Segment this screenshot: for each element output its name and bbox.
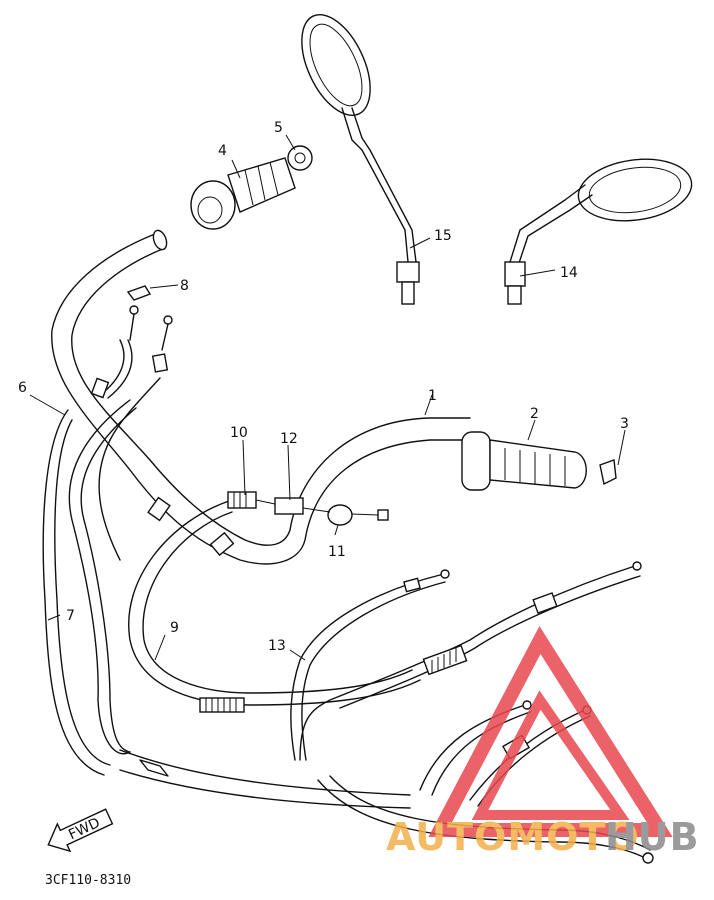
watermark-text-main: AUTOMOTO bbox=[386, 815, 640, 859]
fwd-arrow: FWD bbox=[47, 808, 114, 853]
throttle-grip bbox=[190, 157, 296, 230]
part-number-5: 5 bbox=[274, 120, 283, 136]
handlebar bbox=[51, 229, 471, 565]
part-number-15: 15 bbox=[434, 228, 452, 244]
grip-right bbox=[461, 431, 587, 491]
watermark-logo: AUTOMOTO HUB bbox=[386, 626, 700, 859]
part-number-8: 8 bbox=[180, 278, 189, 294]
adjuster-12 bbox=[255, 497, 304, 515]
leader-lines bbox=[29, 134, 626, 661]
part-number-14: 14 bbox=[560, 265, 578, 281]
cable-clip bbox=[126, 285, 152, 301]
part-number-10: 10 bbox=[230, 425, 248, 441]
part-number-1: 1 bbox=[428, 388, 437, 404]
part-number-12: 12 bbox=[280, 431, 298, 447]
part-number-11: 11 bbox=[328, 544, 346, 560]
diagram-code: 3CF110-8310 bbox=[45, 873, 131, 888]
part-number-7: 7 bbox=[66, 608, 75, 624]
grip-end-left bbox=[287, 145, 313, 171]
holder-11 bbox=[302, 504, 389, 526]
grip-end-right bbox=[599, 459, 617, 486]
watermark-text-hub: HUB bbox=[605, 815, 700, 859]
part-number-6: 6 bbox=[18, 380, 27, 396]
fwd-arrow-label: FWD bbox=[66, 815, 102, 843]
part-number-13: 13 bbox=[268, 638, 286, 654]
part-labels: 1 2 3 4 5 6 7 8 9 10 11 12 13 14 15 bbox=[18, 120, 629, 654]
lower-cables bbox=[299, 561, 654, 864]
mirror-left bbox=[301, 13, 420, 305]
part-number-2: 2 bbox=[530, 406, 539, 422]
cable-6 bbox=[42, 409, 111, 776]
mirror-right bbox=[504, 158, 693, 305]
cable-9 bbox=[119, 499, 421, 809]
adjuster-10 bbox=[227, 491, 257, 509]
part-number-4: 4 bbox=[218, 143, 227, 159]
cable-13 bbox=[290, 569, 450, 761]
part-number-9: 9 bbox=[170, 620, 179, 636]
part-number-3: 3 bbox=[620, 416, 629, 432]
cable-7 bbox=[68, 305, 173, 755]
